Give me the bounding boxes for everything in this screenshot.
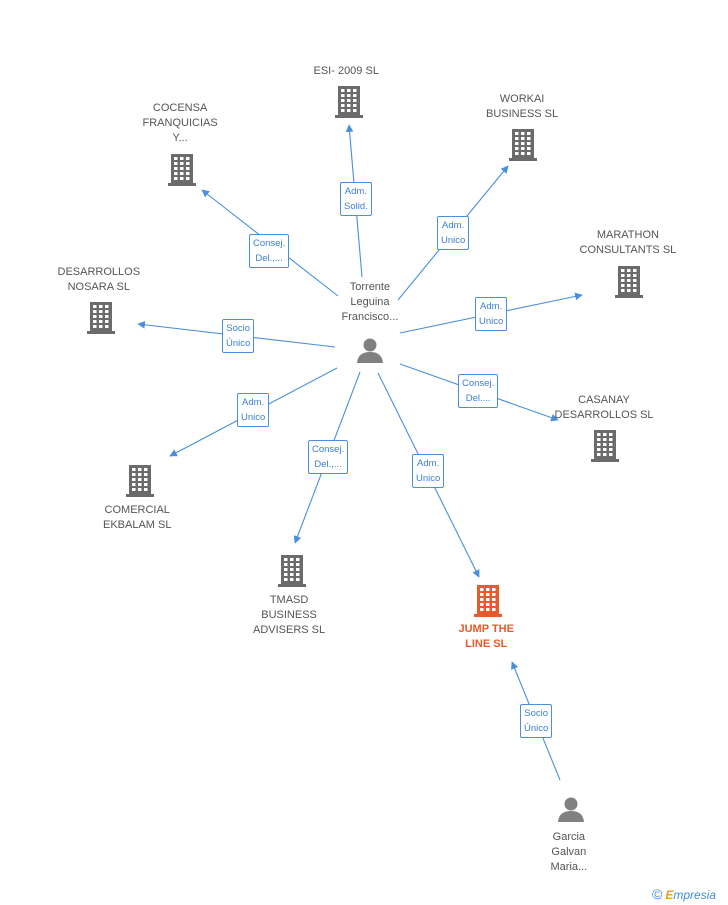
edge-label-center-casanay[interactable]: Consej. Del....	[458, 374, 499, 408]
building-icon-tmasd[interactable]	[278, 555, 306, 587]
copyright-symbol: ©	[652, 886, 663, 902]
building-icon-jump[interactable]	[474, 585, 502, 617]
edge-label-center-marathon[interactable]: Adm. Unico	[475, 297, 508, 331]
node-label-cocensa[interactable]: COCENSA FRANQUICIAS Y...	[142, 102, 218, 144]
edge-label-center-desarrollos_nosara[interactable]: Socio Único	[222, 319, 255, 353]
building-icon-marathon[interactable]	[615, 266, 643, 298]
node-label-casanay[interactable]: CASANAY DESARROLLOS SL	[554, 394, 654, 421]
node-label-esi2009[interactable]: ESI- 2009 SL	[313, 65, 379, 77]
node-label-jump[interactable]: JUMP THE LINE SL	[458, 623, 514, 650]
empresia-watermark: ©Empresia	[652, 886, 716, 902]
edge-label-center-comercial[interactable]: Adm. Unico	[237, 393, 270, 427]
building-icon-cocensa[interactable]	[168, 154, 196, 186]
building-icon-workai[interactable]	[509, 129, 537, 161]
node-label-comercial[interactable]: COMERCIAL EKBALAM SL	[103, 504, 172, 531]
node-label-marathon[interactable]: MARATHON CONSULTANTS SL	[579, 229, 677, 256]
node-label-desarrollos_nosara[interactable]: DESARROLLOS NOSARA SL	[57, 266, 141, 293]
node-label-workai[interactable]: WORKAI BUSINESS SL	[486, 93, 559, 120]
node-label-tmasd[interactable]: TMASD BUSINESS ADVISERS SL	[253, 594, 326, 636]
edge-label-garcia-jump[interactable]: Socio Único	[520, 704, 553, 738]
person-icon-center[interactable]	[357, 338, 383, 364]
node-label-garcia[interactable]: Garcia Galvan Maria...	[550, 831, 588, 873]
edge-label-center-jump[interactable]: Adm. Unico	[412, 454, 445, 488]
person-icon-garcia[interactable]	[558, 797, 584, 823]
brand-initial: E	[665, 888, 674, 902]
edge-label-center-cocensa[interactable]: Consej. Del.,...	[249, 234, 290, 268]
edge-label-center-tmasd[interactable]: Consej. Del.,...	[308, 440, 349, 474]
building-icon-esi2009[interactable]	[335, 86, 363, 118]
building-icon-desarrollos_nosara[interactable]	[87, 302, 115, 334]
building-icon-casanay[interactable]	[591, 430, 619, 462]
node-label-center[interactable]: Torrente Leguina Francisco...	[341, 281, 399, 323]
building-icon-comercial[interactable]	[126, 465, 154, 497]
brand-name: mpresia	[673, 888, 717, 902]
edge-label-center-esi2009[interactable]: Adm. Solid.	[340, 182, 372, 216]
edge-label-center-workai[interactable]: Adm. Unico	[437, 216, 470, 250]
